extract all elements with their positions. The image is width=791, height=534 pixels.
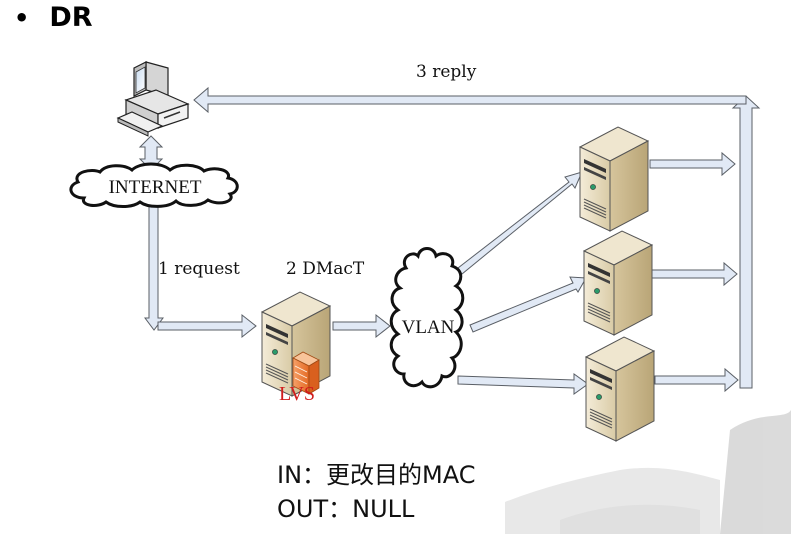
vlan-to-server-3-arrow: [457, 373, 589, 395]
vlan-label: VLAN: [402, 317, 455, 338]
arrows: [138, 86, 761, 395]
request-label: 1 request: [158, 259, 240, 279]
internet-label: INTERNET: [109, 177, 202, 198]
background-landscape-decoration: [505, 410, 791, 534]
vlan-cloud: VLAN: [389, 247, 465, 389]
title-text: DR: [49, 2, 93, 33]
server-1-out-arrow: [649, 151, 736, 177]
client-computer-icon: [116, 61, 190, 137]
server-3-out-arrow: [654, 367, 739, 393]
cloud-icon: [389, 247, 465, 389]
bullet-point: •: [14, 4, 30, 32]
in-note: IN：更改目的MAC: [277, 461, 476, 489]
lvs-server: LVS: [261, 291, 331, 405]
out-note: OUT：NULL: [277, 495, 415, 523]
slide-title: • DR: [14, 2, 93, 33]
dmact-label: 2 DMacT: [286, 259, 365, 279]
internet-cloud: INTERNET: [69, 162, 239, 208]
lvs-to-vlan-arrow: [332, 313, 391, 339]
notes: IN：更改目的MAC OUT：NULL: [277, 458, 476, 526]
real-server-2: [583, 230, 653, 336]
vlan-to-server-1-arrow: [457, 171, 583, 275]
cloud-icon: [69, 162, 239, 208]
lvs-label: LVS: [279, 383, 315, 405]
server-2-out-arrow: [651, 261, 738, 287]
real-server-3: [585, 336, 655, 442]
real-server-1: [579, 126, 649, 232]
reply-arrow-vertical: [731, 95, 761, 389]
reply-label: 3 reply: [416, 62, 477, 82]
request-arrow-to-lvs: [157, 313, 257, 339]
vlan-to-server-2-arrow: [469, 276, 587, 333]
firewall-icon: [292, 351, 320, 395]
reply-arrow-horizontal: [193, 86, 747, 114]
